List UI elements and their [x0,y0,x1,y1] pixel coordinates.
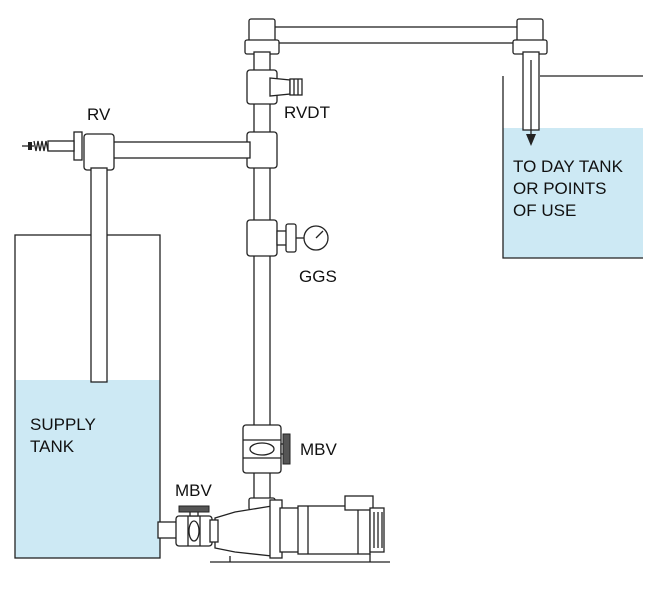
rv-return-pipe [90,167,108,383]
ggs-label: GGS [299,267,337,286]
pump [210,495,390,563]
motor-junction-box [344,495,374,511]
rv-valve-body [83,133,115,171]
day-tank-wall [502,76,643,259]
supply-tank-label-line1: SUPPLY [30,415,96,434]
pump-casing [214,505,273,557]
day-tank-label-line1: TO DAY TANK [513,157,624,176]
upper-mbv-label: MBV [300,440,338,459]
pump-motor [297,505,371,555]
rv-line [22,131,251,383]
day-tank [502,75,643,259]
rv-label: RV [87,105,111,124]
upper-mbv-handle [282,433,291,465]
lower-mbv-valve [157,505,219,547]
flow-arrow-head [526,134,536,146]
lower-mbv-handle [178,505,210,513]
supply-tank-label-line2: TANK [30,437,75,456]
rvdt-label: RVDT [284,103,330,122]
rv-line-tee [246,131,278,169]
supply-tank [14,234,161,559]
day-tank-label-line2: OR POINTS [513,179,607,198]
riser-pipe [246,51,303,505]
day-tank-liquid [503,128,643,258]
day-tank-label-line3: OF USE [513,201,576,220]
supply-tank-liquid [15,380,160,558]
supply-tank-outline [14,234,161,559]
rv-spring [33,140,49,152]
gauge-tee [246,219,278,257]
lower-mbv-label: MBV [175,481,213,500]
pressure-gauge [276,223,329,253]
upper-mbv-valve [242,424,291,474]
top-pipe [244,18,548,146]
